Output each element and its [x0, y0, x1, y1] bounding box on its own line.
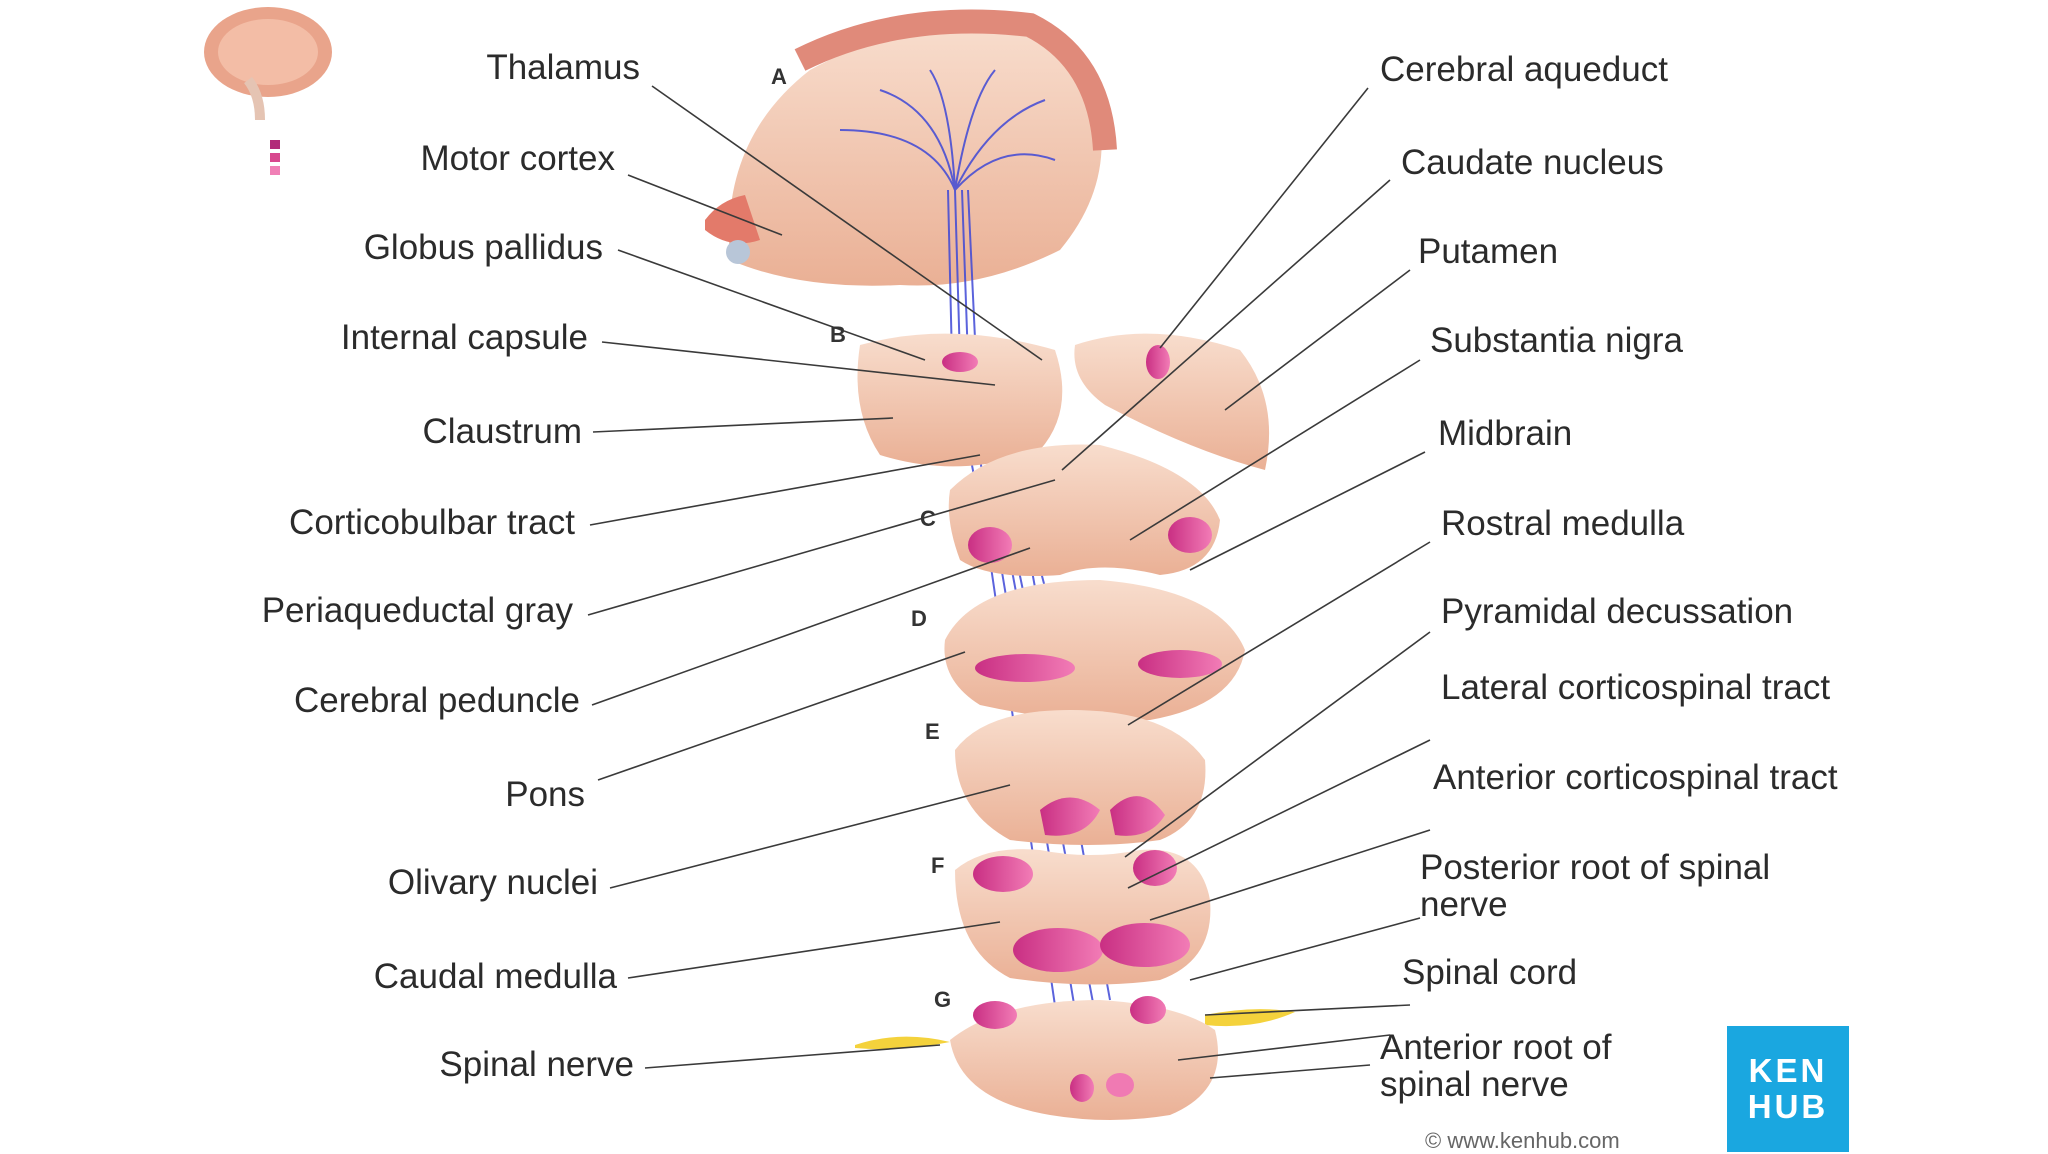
thumbnail-brain	[204, 7, 332, 175]
logo-line-1: KEN	[1748, 1051, 1828, 1089]
label-pons: Pons	[505, 775, 585, 814]
label-putamen: Putamen	[1418, 232, 1559, 271]
label-globus-pallidus: Globus pallidus	[363, 228, 603, 267]
kenhub-logo: KEN HUB	[1727, 1026, 1849, 1152]
section-f-slice	[955, 849, 1211, 985]
label-rostral-medulla: Rostral medulla	[1441, 504, 1685, 543]
section-letter-f: F	[931, 853, 945, 878]
section-letter-c: C	[920, 506, 936, 531]
label-spinal-nerve: Spinal nerve	[439, 1045, 634, 1084]
logo-line-2: HUB	[1747, 1088, 1829, 1125]
label-anterior-corticospinal-tract: Anterior corticospinal tract	[1433, 758, 1838, 797]
label-olivary-nuclei: Olivary nuclei	[387, 863, 598, 902]
label-caudal-medulla: Caudal medulla	[373, 957, 617, 996]
section-d-slice	[944, 580, 1245, 721]
label-motor-cortex: Motor cortex	[420, 139, 616, 178]
label-substantia-nigra: Substantia nigra	[1430, 321, 1683, 360]
label-thalamus: Thalamus	[486, 48, 640, 87]
label-anterior-root: Anterior root of spinal nerve	[1380, 1028, 1612, 1104]
section-b-slice	[857, 333, 1270, 470]
label-posterior-root: Posterior root of spinal nerve	[1420, 848, 1771, 924]
section-letter-d: D	[911, 606, 927, 631]
section-letter-a: A	[771, 64, 787, 89]
section-a-brain	[705, 9, 1117, 286]
section-letter-e: E	[925, 719, 940, 744]
label-corticobulbar-tract: Corticobulbar tract	[289, 503, 575, 542]
label-lateral-corticospinal-tract: Lateral corticospinal tract	[1441, 668, 1831, 707]
label-internal-capsule: Internal capsule	[340, 318, 588, 357]
label-caudate-nucleus: Caudate nucleus	[1401, 143, 1664, 182]
label-periaqueductal-gray: Periaqueductal gray	[261, 591, 573, 630]
label-pyramidal-decussation: Pyramidal decussation	[1441, 592, 1794, 631]
label-cerebral-aqueduct: Cerebral aqueduct	[1380, 50, 1668, 89]
label-claustrum: Claustrum	[422, 412, 582, 451]
section-letter-b: B	[830, 322, 846, 347]
leader-lines	[587, 85, 1431, 1079]
section-c-slice	[948, 444, 1220, 576]
label-spinal-cord: Spinal cord	[1402, 953, 1578, 992]
section-letter-g: G	[934, 987, 952, 1012]
label-cerebral-peduncle: Cerebral peduncle	[293, 681, 580, 720]
copyright: © www.kenhub.com	[1425, 1128, 1620, 1153]
label-midbrain: Midbrain	[1438, 414, 1573, 453]
section-e-slice	[955, 710, 1206, 845]
